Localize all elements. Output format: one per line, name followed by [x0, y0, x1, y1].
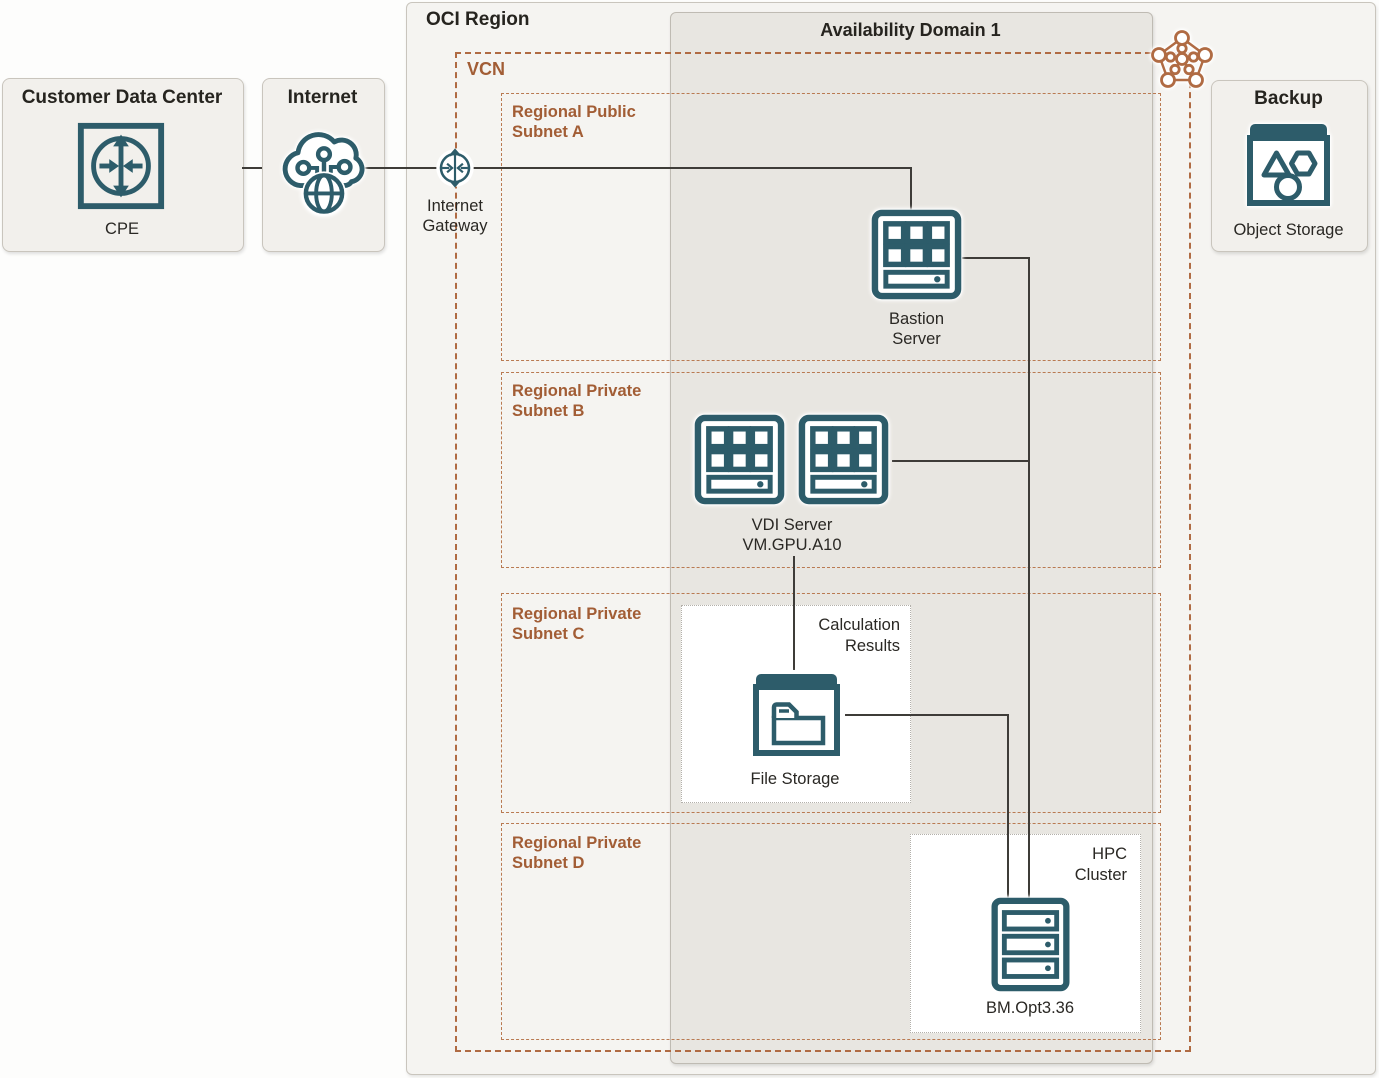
- bastion-server-label: Bastion Server: [888, 310, 945, 348]
- availability-domain-label: Availability Domain 1: [820, 20, 1001, 40]
- calculation-results-label: Calculation Results: [818, 616, 900, 655]
- connector-internet-bastion-h: [360, 167, 912, 169]
- subnet-d-border: [501, 823, 1161, 1040]
- connector-trunk-vertical: [1028, 257, 1030, 899]
- vcn-network-icon: [1151, 30, 1213, 88]
- vcn-border: [455, 52, 1191, 1052]
- connector-filestorage-h: [845, 714, 1009, 716]
- backup-title: Backup: [1254, 88, 1323, 109]
- hpc-cluster-label: HPC Cluster: [1074, 845, 1127, 884]
- oci-region-label: OCI Region: [426, 9, 530, 30]
- cpe-label: CPE: [105, 220, 139, 238]
- connector-vdi-filestorage: [793, 556, 795, 670]
- object-storage-label: Object Storage: [1233, 221, 1344, 239]
- connector-cpe-internet: [242, 167, 262, 169]
- connector-bastion-trunk: [962, 257, 1030, 259]
- internet-gateway-label: Internet Gateway: [422, 197, 488, 235]
- subnet-b-label: Regional Private Subnet B: [512, 382, 642, 420]
- internet-title: Internet: [287, 87, 358, 108]
- backup-box: [1211, 80, 1368, 252]
- internet-cloud-icon: [282, 132, 365, 216]
- vdi-server-label: VDI Server VM.GPU.A10: [742, 516, 842, 554]
- connector-bastion-drop: [910, 168, 912, 210]
- connector-filestorage-hpc: [1007, 714, 1009, 899]
- object-storage-icon: [1247, 124, 1330, 206]
- file-storage-label: File Storage: [750, 770, 840, 788]
- compute-server-icon: [871, 209, 962, 300]
- subnet-d-label: Regional Private Subnet D: [512, 834, 642, 872]
- compute-server-icon: [694, 414, 785, 505]
- compute-server-icon: [798, 414, 889, 505]
- hpc-node-label: BM.Opt3.36: [985, 999, 1075, 1017]
- subnet-c-label: Regional Private Subnet C: [512, 605, 642, 643]
- file-storage-icon: [753, 674, 840, 756]
- connector-vdi-trunk: [892, 460, 1030, 462]
- subnet-b-border: [501, 372, 1161, 568]
- subnet-a-label: Regional Public Subnet A: [512, 103, 636, 141]
- internet-gateway-icon: [436, 148, 474, 188]
- subnet-a-border: [501, 93, 1161, 361]
- bare-metal-server-icon: [991, 897, 1070, 992]
- cpe-router-icon: [77, 122, 165, 210]
- vcn-label: VCN: [467, 59, 506, 79]
- subnet-c-border: [501, 593, 1161, 813]
- customer-data-center-title: Customer Data Center: [21, 87, 223, 108]
